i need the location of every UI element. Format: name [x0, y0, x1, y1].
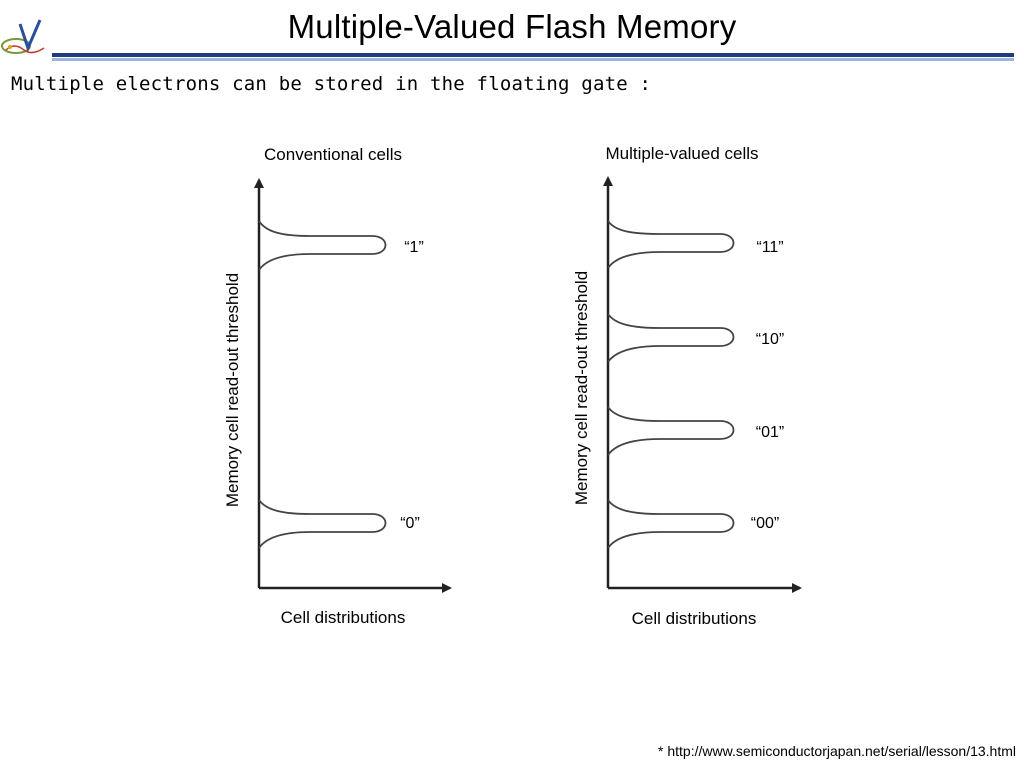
slide-subtitle: Multiple electrons can be stored in the … — [11, 73, 652, 95]
right-panel-title: Multiple-valued cells — [605, 144, 758, 163]
level-label-0: “0” — [400, 515, 420, 532]
level-label-10: “10” — [756, 331, 784, 348]
level-label-11: “11” — [756, 239, 783, 256]
right-y-axis-label: Memory cell read-out threshold — [572, 271, 591, 505]
right-x-axis-label: Cell distributions — [632, 609, 757, 628]
conventional-cells-panel: Conventional cells Memory cell read-out … — [223, 145, 452, 627]
distribution-peak-11 — [607, 220, 735, 269]
distribution-peak-1 — [258, 220, 387, 271]
distribution-peak-0 — [258, 499, 387, 549]
level-label-01: “01” — [756, 424, 784, 441]
title-rule-dark — [52, 53, 1014, 57]
distribution-peak-01 — [607, 406, 735, 456]
multiple-valued-cells-panel: Multiple-valued cells Memory cell read-o… — [572, 144, 802, 628]
source-reference: * http://www.semiconductorjapan.net/seri… — [658, 743, 1016, 759]
left-panel-title: Conventional cells — [264, 145, 402, 164]
left-x-axis-label: Cell distributions — [281, 608, 406, 627]
level-label-00: “00” — [751, 515, 779, 532]
left-y-axis-label: Memory cell read-out threshold — [223, 273, 242, 507]
slide-title: Multiple-Valued Flash Memory — [287, 8, 737, 45]
title-rule-light — [52, 58, 1014, 61]
distribution-peak-00 — [607, 499, 735, 549]
institution-logo-icon — [1, 19, 45, 54]
level-label-1: “1” — [404, 239, 424, 256]
distribution-peak-10 — [607, 313, 735, 363]
